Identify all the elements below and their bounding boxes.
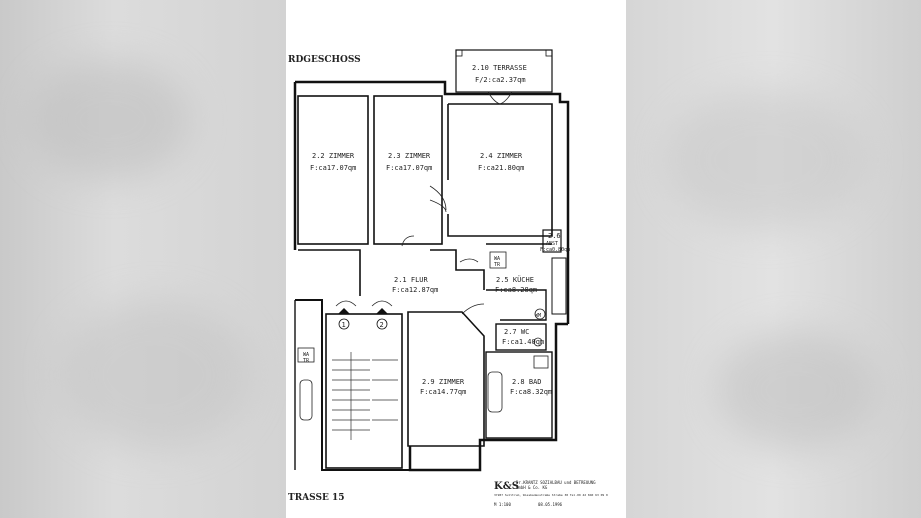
room-area-2-9: F:ca14.77qm bbox=[420, 388, 466, 396]
title-block: K&S Dr.KRANTZ SOZIALBAU und BETREUUNG Gm… bbox=[494, 480, 608, 507]
room-name-2-2: 2.2 ZIMMER bbox=[312, 152, 355, 160]
wm-icon bbox=[534, 308, 546, 320]
room-name-2-1: 2.1 FLUR bbox=[394, 276, 429, 284]
room-area-2-2: F:ca17.07qm bbox=[310, 164, 356, 172]
room-area-2-10: F/2:ca2.37qm bbox=[475, 76, 526, 84]
appliance-tags: WA TR WM WA TR bbox=[303, 256, 541, 364]
floor-plan-sheet: RDGESCHOSS TRASSE 15 bbox=[286, 0, 626, 518]
floor-plan: RDGESCHOSS TRASSE 15 bbox=[288, 49, 608, 507]
room-area-2-7: F:ca1.40qm bbox=[502, 338, 544, 346]
room-name-2-7: 2.7 WC bbox=[504, 328, 529, 336]
walls bbox=[293, 49, 570, 472]
room-name-2-10: 2.10 TERRASSE bbox=[472, 64, 527, 72]
room-name-2-3: 2.3 ZIMMER bbox=[388, 152, 431, 160]
plan-scale: M 1:100 bbox=[494, 502, 511, 507]
appliance-tag-wm: WM bbox=[535, 313, 541, 319]
fixtures bbox=[297, 251, 549, 421]
floor-title: RDGESCHOSS bbox=[288, 55, 361, 65]
room-area-2-6: F:ca0.80qm bbox=[540, 247, 570, 253]
toilet-icon bbox=[533, 337, 543, 347]
entrance-marker-1: 1 bbox=[342, 321, 346, 329]
entrance-markers: 1 2 bbox=[338, 308, 388, 330]
appliance-tag-tr: TR bbox=[494, 262, 501, 268]
plan-date: 08.05.1996 bbox=[538, 502, 563, 507]
company-line1: Dr.KRANTZ SOZIALBAU und BETREUUNG bbox=[516, 480, 596, 485]
bathtub bbox=[487, 371, 503, 413]
room-name-2-9: 2.9 ZIMMER bbox=[422, 378, 465, 386]
appliance-tag-tr-left: TR bbox=[303, 358, 310, 364]
company-logo: K&S bbox=[494, 481, 519, 492]
room-name-2-6: 2.6 bbox=[548, 232, 561, 240]
room-sub-2-6: ABST bbox=[546, 241, 558, 247]
company-line2: GmbH & Co. KG bbox=[516, 485, 548, 490]
appliance-tag-wa-left: WA bbox=[303, 352, 309, 358]
room-area-2-4: F:ca21.80qm bbox=[478, 164, 524, 172]
room-area-2-8: F:ca8.32qm bbox=[510, 388, 552, 396]
street-label: TRASSE 15 bbox=[288, 493, 344, 503]
room-labels: 2.10 TERRASSE F/2:ca2.37qm 2.2 ZIMMER F:… bbox=[310, 64, 570, 396]
room-area-2-3: F:ca17.07qm bbox=[386, 164, 432, 172]
room-name-2-5: 2.5 KÜCHE bbox=[496, 275, 534, 284]
door-swings bbox=[335, 91, 513, 315]
room-area-2-1: F:ca12.87qm bbox=[392, 286, 438, 294]
room-name-2-4: 2.4 ZIMMER bbox=[480, 152, 523, 160]
company-address: 37287 Sulltrum, Wiesbadenstraße Straße 3… bbox=[494, 493, 608, 497]
staircase bbox=[332, 352, 398, 440]
blurred-background-left bbox=[0, 0, 286, 518]
blurred-background-right bbox=[626, 0, 921, 518]
room-name-2-8: 2.8 BAD bbox=[512, 378, 542, 386]
terrace-outline bbox=[455, 49, 553, 93]
appliance-tag-wa: WA bbox=[494, 256, 500, 262]
entrance-marker-2: 2 bbox=[380, 321, 384, 329]
room-area-2-5: F:ca8.28qm bbox=[495, 286, 537, 294]
